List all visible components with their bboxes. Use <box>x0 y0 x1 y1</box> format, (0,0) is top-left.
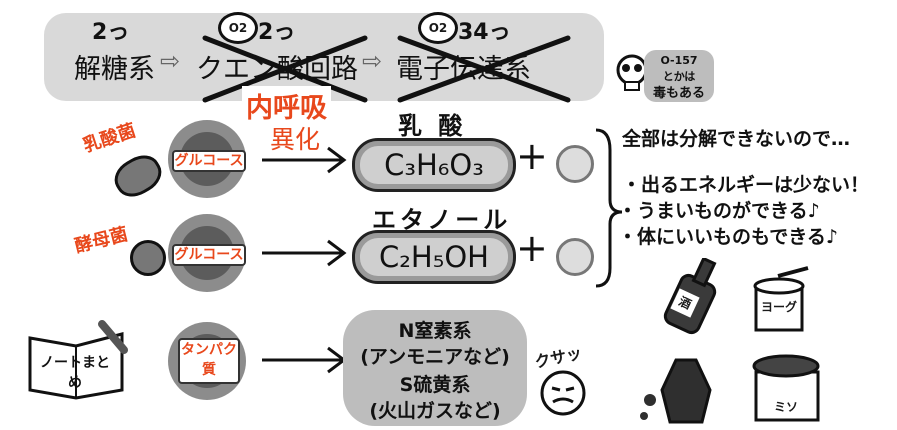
pathway-arrow: ⇨ <box>160 47 181 75</box>
arrow-head-icon <box>327 239 347 267</box>
lactic-formula-box: C₃H₆O₃ <box>352 138 516 192</box>
ethanol-formula-box: C₂H₅OH <box>352 230 516 284</box>
notes-heading: 全部は分解できないので… <box>622 128 851 150</box>
cross-line-icon <box>202 35 368 103</box>
ethanol-label: エタノール <box>372 206 512 234</box>
plus-sign: + <box>516 226 548 270</box>
warning-line-2: とかは <box>662 70 696 83</box>
pathway-arrow: ⇨ <box>362 47 383 75</box>
sulfur-example: (火山ガスなど) <box>369 400 501 422</box>
skull-icon <box>616 54 648 91</box>
yogurt-label: ヨーグ <box>760 300 797 314</box>
glycolysis-atp-count: 2っ <box>92 20 130 45</box>
glucose-tag: グルコース <box>172 150 246 172</box>
nitrogen-label: N窒素系 <box>398 320 472 342</box>
cross-line-icon <box>397 35 571 103</box>
energy-blob-icon <box>556 145 594 183</box>
disgusted-face-icon <box>540 370 586 416</box>
lactic-acid-label: 乳 酸 <box>398 112 467 140</box>
oxygen-icon: O2 <box>218 12 258 44</box>
notes-item-energy: ・出るエネルギーは少ない！ <box>622 174 870 196</box>
sulfur-label: S硫黄系 <box>399 374 471 396</box>
catabolism-label: 異化 <box>270 125 321 154</box>
notebook-label: ノートまとめ <box>40 355 110 391</box>
notebook-icon <box>28 320 128 400</box>
protein-tag: タンパク質 <box>178 338 240 384</box>
miso-tub-icon <box>752 354 820 422</box>
gas-products-box <box>343 310 527 426</box>
brace-icon <box>595 128 623 288</box>
yogurt-cup-icon <box>753 266 809 332</box>
glycolysis-label: 解糖系 <box>74 54 155 85</box>
soy-sauce-icon <box>640 358 712 424</box>
notes-item-healthy: ・体にいいものもできる♪ <box>618 226 838 248</box>
warning-line-3: 毒もある <box>652 86 705 101</box>
citric-atp-count: 2っ <box>258 20 296 45</box>
nitrogen-example: (アンモニアなど) <box>360 346 510 368</box>
glucose-tag: グルコース <box>172 244 246 266</box>
energy-blob-icon <box>556 238 594 276</box>
oxygen-icon: O2 <box>418 12 458 44</box>
warning-line-1: O-157 <box>660 54 698 67</box>
internal-respiration-label: 内呼吸 <box>242 86 331 125</box>
notes-item-tasty: ・うまいものができる♪ <box>618 200 820 222</box>
yeast-icon <box>130 240 166 276</box>
warning-bubble <box>644 50 714 102</box>
miso-label: ミソ <box>773 400 798 414</box>
electron-atp-count: 34っ <box>458 20 511 45</box>
plus-sign: + <box>516 134 548 178</box>
arrow-head-icon <box>327 146 347 174</box>
